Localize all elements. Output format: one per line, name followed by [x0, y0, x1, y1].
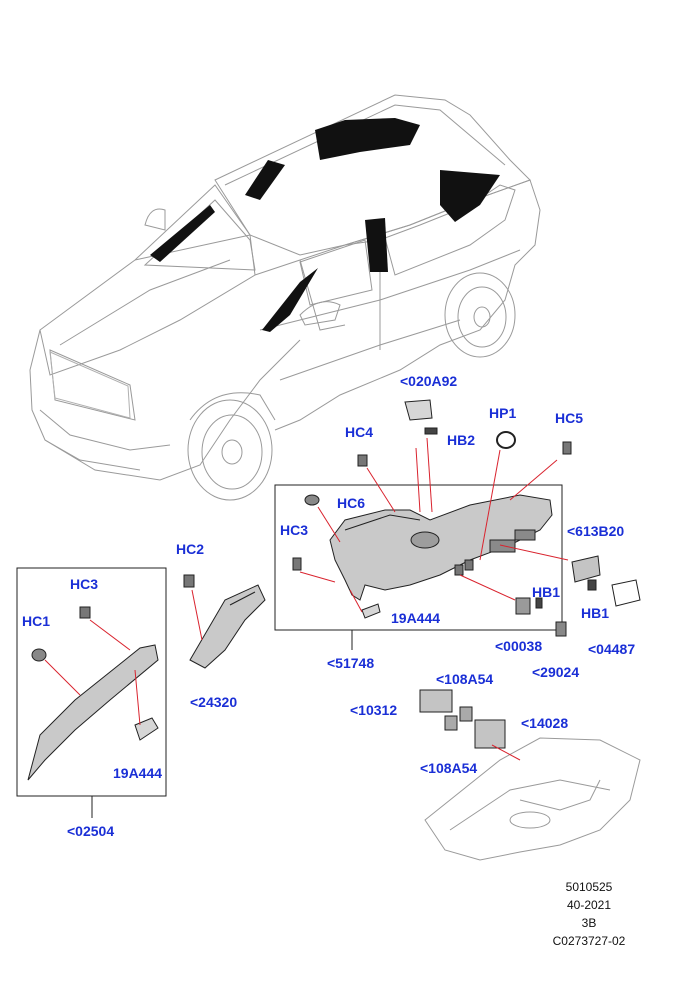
label-hc3-left[interactable]: HC3 — [70, 576, 99, 592]
leader-lines — [44, 437, 569, 761]
footer-line-2: 40-2021 — [566, 898, 612, 912]
label-00038[interactable]: <00038 — [495, 638, 543, 654]
label-108A54-top[interactable]: <108A54 — [436, 671, 494, 687]
label-hc4[interactable]: HC4 — [345, 424, 374, 440]
label-hc2[interactable]: HC2 — [176, 541, 205, 557]
footer-line-3: 3B — [581, 916, 597, 930]
footer-line-4: C0273727-02 — [552, 934, 626, 948]
label-14028[interactable]: <14028 — [521, 715, 569, 731]
label-613B20[interactable]: <613B20 — [567, 523, 625, 539]
label-24320[interactable]: <24320 — [190, 694, 238, 710]
label-hc6[interactable]: HC6 — [337, 495, 366, 511]
label-29024[interactable]: <29024 — [532, 664, 580, 680]
vehicle-trim-highlights — [150, 118, 500, 332]
label-hb1-a[interactable]: HB1 — [532, 584, 561, 600]
label-hc1[interactable]: HC1 — [22, 613, 51, 629]
label-02504[interactable]: <02504 — [67, 823, 115, 839]
label-hb2[interactable]: HB2 — [447, 432, 476, 448]
label-hc3-mid[interactable]: HC3 — [280, 522, 309, 538]
label-020A92[interactable]: <020A92 — [400, 373, 458, 389]
rear-quarter-trim-panel — [329, 494, 553, 601]
cargo-floor-illustration — [424, 737, 641, 861]
label-19A444-left[interactable]: 19A444 — [113, 765, 163, 781]
small-components — [31, 399, 641, 749]
footer-line-1: 5010525 — [565, 880, 613, 894]
label-hb1-b[interactable]: HB1 — [581, 605, 610, 621]
label-10312[interactable]: <10312 — [350, 702, 398, 718]
pillar-trim-02504 — [27, 644, 159, 781]
label-hp1[interactable]: HP1 — [489, 405, 517, 421]
label-19A444-mid[interactable]: 19A444 — [391, 610, 441, 626]
label-hc5[interactable]: HC5 — [555, 410, 584, 426]
pillar-trim-24320 — [189, 584, 266, 669]
label-108A54-bottom[interactable]: <108A54 — [420, 760, 478, 776]
label-51748[interactable]: <51748 — [327, 655, 375, 671]
label-04487[interactable]: <04487 — [588, 641, 636, 657]
